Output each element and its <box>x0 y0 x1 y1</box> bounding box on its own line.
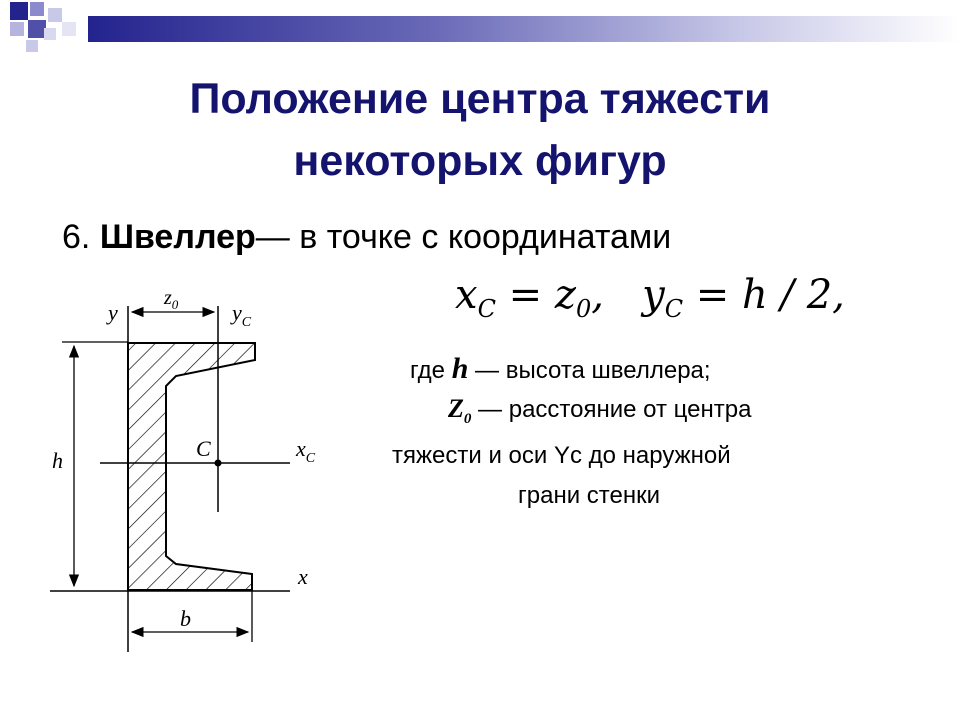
label-xc-main: x <box>295 436 306 461</box>
var-z: Z <box>448 394 464 423</box>
explanation-h-text: — высота швеллера; <box>468 357 711 384</box>
label-y: y <box>106 300 118 325</box>
formula-x: x <box>455 272 478 318</box>
formula-rhs: h / 2, <box>742 272 845 318</box>
label-yc: yC <box>230 300 252 330</box>
label-yc-sub: C <box>242 315 252 330</box>
item-rest: — в точке с координатами <box>255 218 672 256</box>
label-x: x <box>297 564 308 589</box>
var-z0: Z0 <box>448 394 471 427</box>
label-h: h <box>52 448 63 473</box>
explanation-line-4: грани стенки <box>518 482 661 509</box>
formula-y: y <box>642 272 665 318</box>
channel-diagram: y z0 yC h C xC x b <box>50 287 316 652</box>
label-xc: xC <box>295 436 316 466</box>
label-b: b <box>180 606 191 631</box>
formula-x-sub: C <box>477 295 496 323</box>
formula-z-sub: 0 <box>575 295 592 323</box>
formula-sep: , <box>591 272 643 318</box>
label-yc-main: y <box>230 300 242 325</box>
label-c: C <box>196 436 211 461</box>
explanation-line-3: тяжести и оси Yc до наружной <box>392 442 731 469</box>
item-term: Швеллер <box>99 218 256 256</box>
label-z0: z0 <box>163 287 179 312</box>
explanation-line-1: где h — высота швеллера; <box>410 352 711 386</box>
slide-title: Положение центра тяжести некоторых фигур <box>40 68 920 192</box>
corner-decoration <box>10 2 76 52</box>
item-heading: 6. Швеллер— в точке с координатами <box>62 218 671 257</box>
channel-section-shape <box>127 342 256 591</box>
formula-y-sub: C <box>664 295 684 323</box>
var-h: h <box>451 352 469 385</box>
formula-eq2: = <box>683 272 743 318</box>
title-line-1: Положение центра тяжести <box>189 75 771 123</box>
explanation-line-2: Z0 — расстояние от центра <box>448 394 751 428</box>
label-z0-sub: 0 <box>172 297 179 312</box>
header-gradient-bar <box>88 16 960 42</box>
explanation-z-text: — расстояние от центра <box>471 396 752 423</box>
label-z0-main: z <box>163 287 172 309</box>
formula-z: z <box>554 272 576 318</box>
formula-eq1: = <box>495 272 555 318</box>
label-xc-sub: C <box>306 451 316 466</box>
item-number: 6. <box>62 218 91 256</box>
centroid-point <box>214 459 222 467</box>
explanation-prefix: где <box>410 357 452 384</box>
var-z-sub: 0 <box>463 411 472 428</box>
title-line-2: некоторых фигур <box>293 137 667 185</box>
centroid-formula: xC = z0, yC = h / 2, <box>455 272 845 323</box>
